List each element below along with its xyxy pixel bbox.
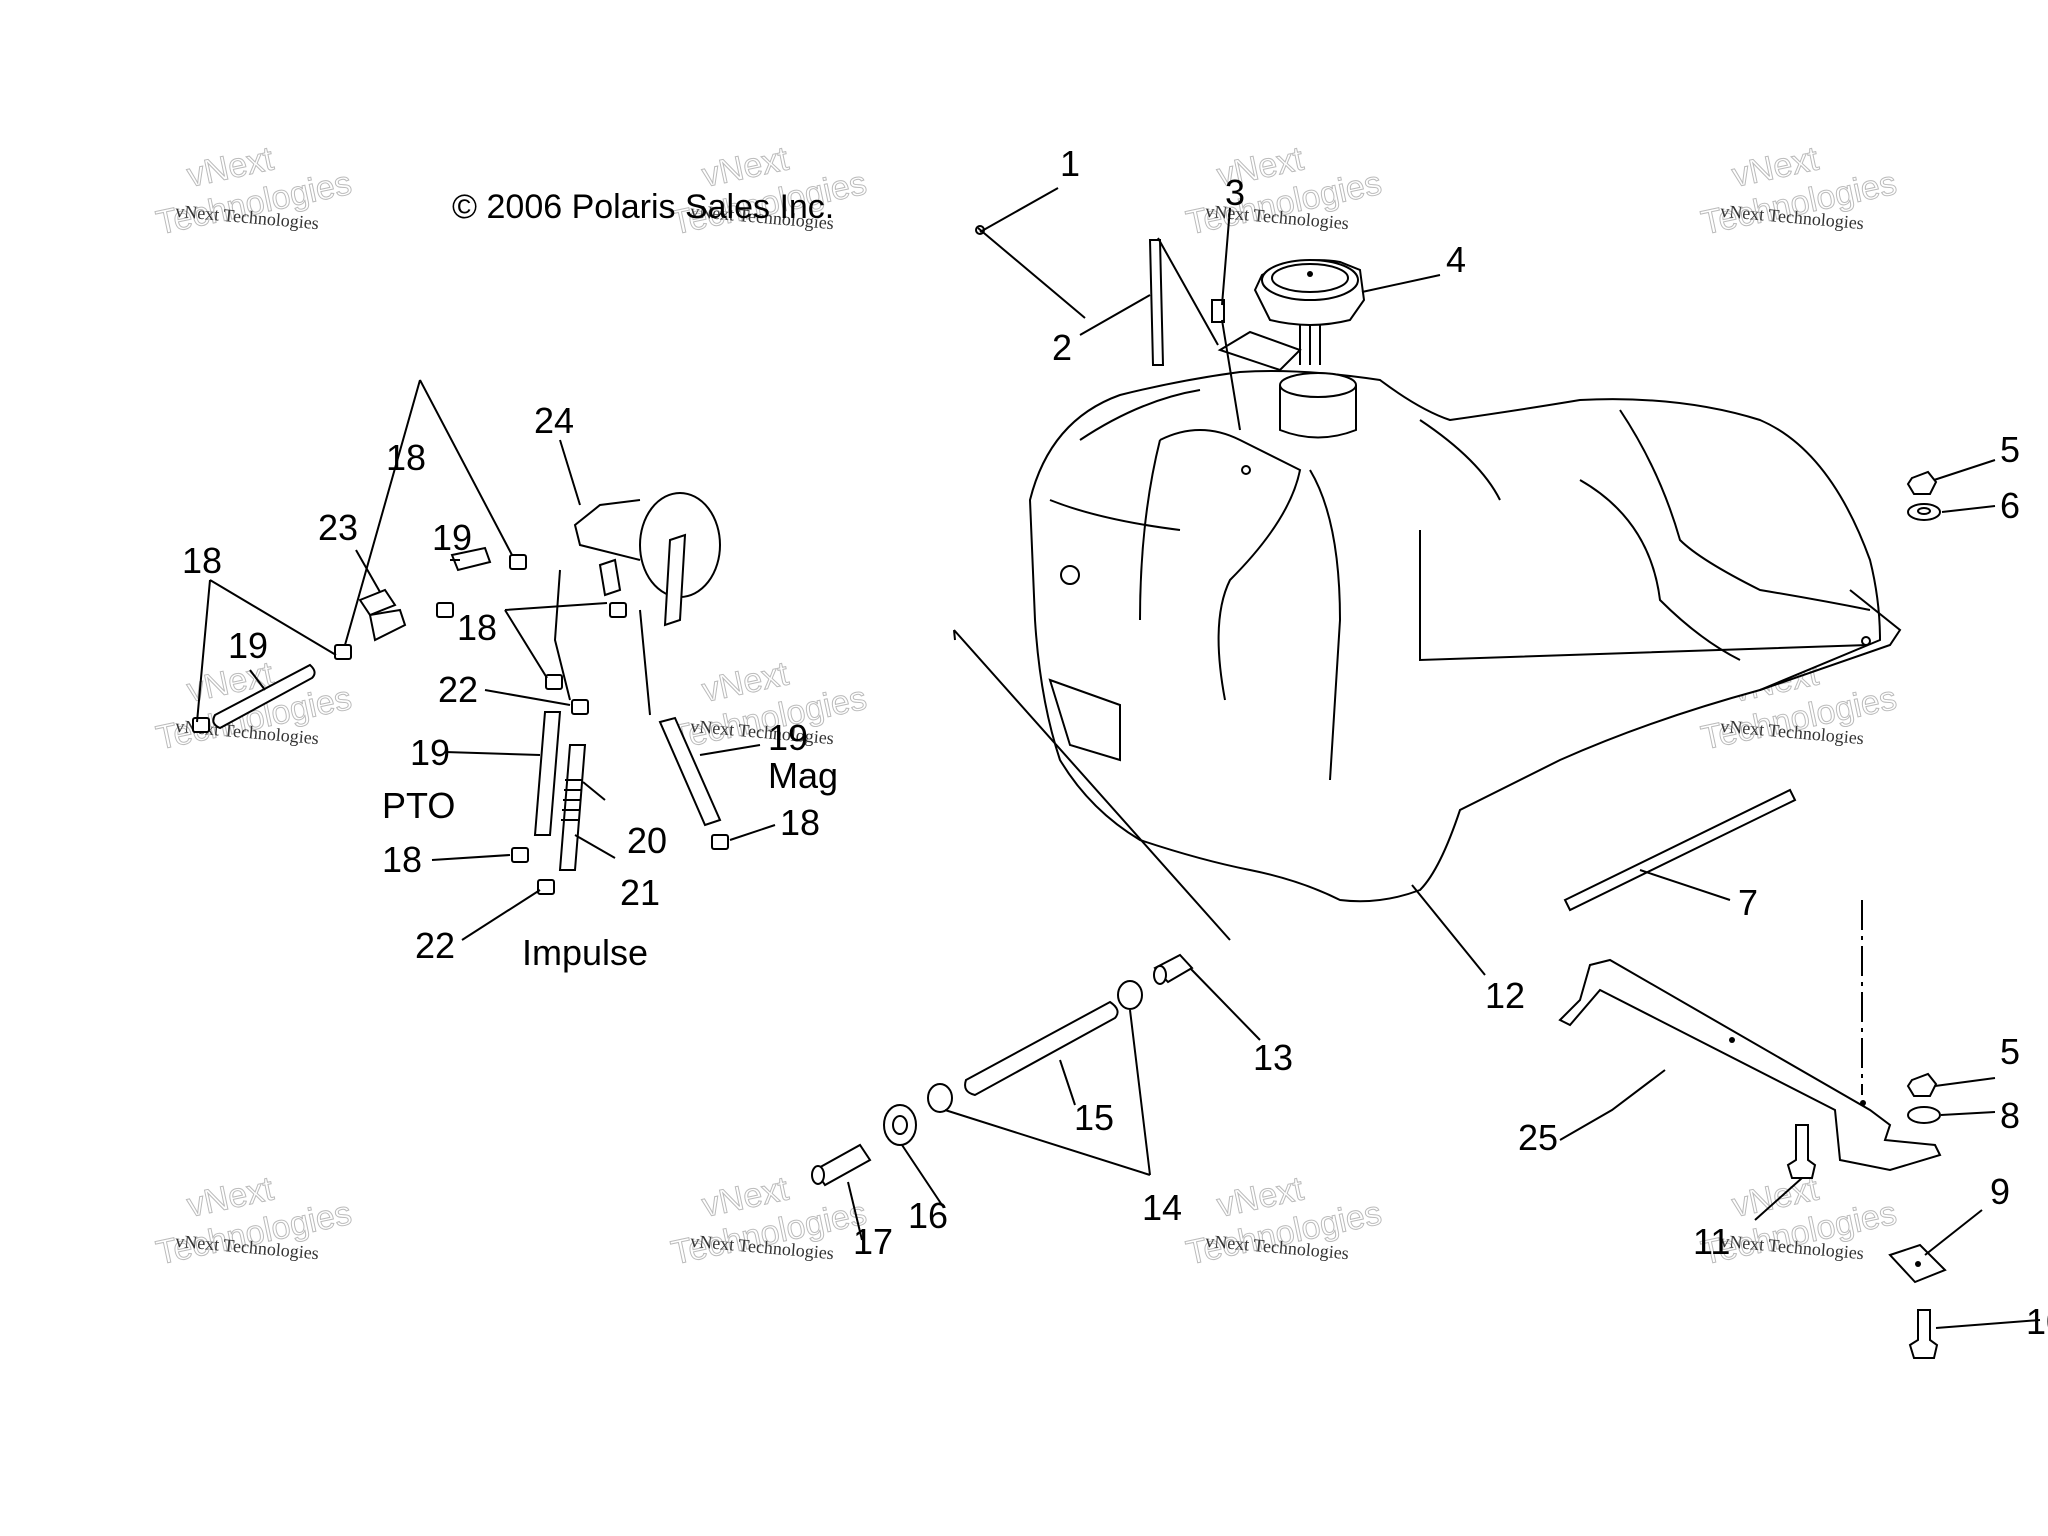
clamp-18-d[interactable] (509, 554, 527, 570)
washer-top[interactable] (1907, 503, 1941, 521)
bolt-11[interactable] (1786, 1124, 1817, 1179)
callout-18-top: 18 (386, 437, 426, 478)
callout-18-mid: 18 (457, 607, 497, 648)
callout-1: 1 (1060, 143, 1080, 184)
tie-strap[interactable] (975, 225, 1086, 319)
clamp-18-e[interactable] (609, 602, 627, 618)
callout-22-bottom: 22 (415, 925, 455, 966)
callout-24: 24 (534, 400, 574, 441)
hose-19-pto[interactable] (533, 711, 562, 836)
callout-11: 11 (1693, 1221, 1730, 1262)
callout-18-left: 18 (182, 540, 222, 581)
callout-19-left: 19 (228, 625, 268, 666)
callout-16: 16 (908, 1195, 948, 1236)
callout-15: 15 (1074, 1097, 1114, 1138)
fitting-17[interactable] (811, 1143, 872, 1187)
callout-21: 21 (620, 872, 660, 913)
washer-bottom[interactable] (1907, 1106, 1941, 1124)
clamp-18-g[interactable] (511, 847, 529, 863)
fuel-tank[interactable] (1028, 330, 1902, 903)
callout-25: 25 (1518, 1117, 1558, 1158)
hose-19-small[interactable] (450, 546, 492, 572)
grommet-16[interactable] (883, 1104, 917, 1146)
hose-19-mag[interactable] (658, 716, 722, 827)
clamp-18-a[interactable] (192, 717, 210, 733)
pad-9[interactable] (1888, 1243, 1947, 1284)
callout-7: 7 (1738, 882, 1758, 923)
copyright-text: © 2006 Polaris Sales Inc. (452, 188, 834, 226)
fuel-hose-15[interactable] (964, 1000, 1119, 1097)
fuel-cap[interactable] (1253, 259, 1366, 365)
callout-18-mag: 18 (780, 802, 820, 843)
clamp-18-h[interactable] (711, 834, 729, 850)
callout-6: 6 (2000, 485, 2020, 526)
bolt-10[interactable] (1908, 1309, 1939, 1359)
clamp-22-a[interactable] (571, 699, 589, 715)
hose-20-21[interactable] (558, 744, 587, 871)
clamp-14a[interactable] (1117, 980, 1143, 1010)
nut-top[interactable] (1906, 470, 1938, 495)
leader-lines (196, 187, 2041, 1329)
callout-9: 9 (1990, 1171, 2010, 1212)
callout-13: 13 (1253, 1037, 1293, 1078)
caption-mag: Mag (768, 755, 838, 796)
callout-12: 12 (1485, 975, 1525, 1016)
caption-impulse: Impulse (522, 932, 648, 973)
vent-tube[interactable] (1148, 239, 1165, 366)
callout-3: 3 (1225, 172, 1245, 213)
callout-2: 2 (1052, 327, 1072, 368)
callout-19-small: 19 (432, 517, 472, 558)
clamp-14b[interactable] (927, 1083, 953, 1113)
callout-23: 23 (318, 507, 358, 548)
callout-10: 10 (2026, 1301, 2048, 1342)
callout-18-pto: 18 (382, 839, 422, 880)
vent-valve[interactable] (1211, 299, 1225, 323)
callout-22-top: 22 (438, 669, 478, 710)
fitting-13[interactable] (1153, 953, 1194, 985)
clamp-22-b[interactable] (537, 879, 555, 895)
callout-4: 4 (1446, 239, 1466, 280)
clamp-18-f[interactable] (545, 674, 563, 690)
fuel-valve-23[interactable] (358, 588, 407, 642)
rubber-strip[interactable] (1563, 788, 1797, 912)
callout-5-bottom: 5 (2000, 1031, 2020, 1072)
clamp-18-c[interactable] (436, 602, 454, 618)
fuel-pump-24[interactable] (573, 492, 721, 627)
tank-bracket[interactable] (1558, 900, 1942, 1172)
callout-14: 14 (1142, 1187, 1182, 1228)
callout-17: 17 (853, 1221, 893, 1262)
callout-8: 8 (2000, 1095, 2020, 1136)
hose-19-left[interactable] (212, 663, 316, 730)
callouts: 1 2 3 4 5 6 7 12 13 15 14 16 17 5 8 25 1… (182, 143, 2048, 1342)
clamp-18-b[interactable] (334, 644, 352, 660)
callout-20: 20 (627, 820, 667, 861)
nut-bottom[interactable] (1906, 1072, 1938, 1097)
callout-5-top: 5 (2000, 429, 2020, 470)
callout-19-pto: 19 (410, 732, 450, 773)
caption-pto: PTO (382, 785, 455, 826)
callout-19-mag: 19 (768, 717, 808, 758)
